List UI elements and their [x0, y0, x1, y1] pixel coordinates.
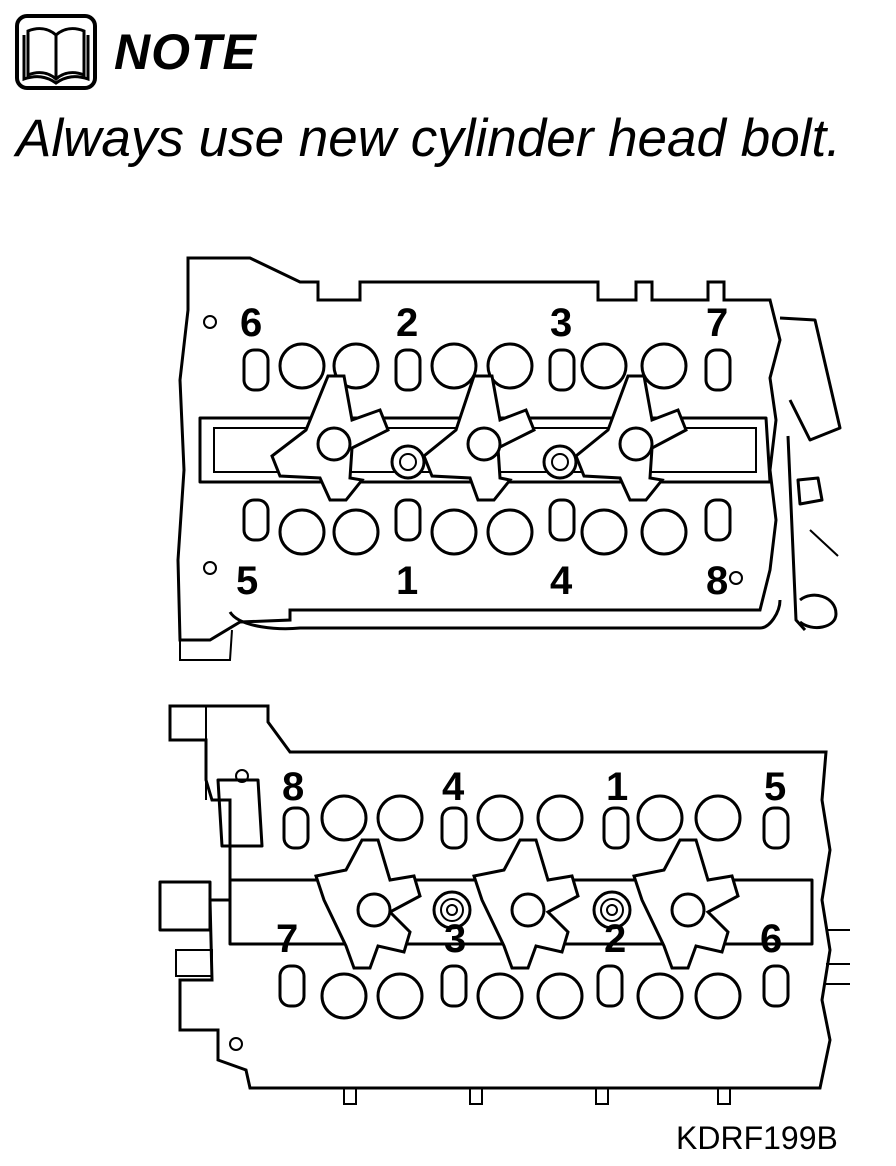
upper-bottom-label-1: 5: [236, 559, 258, 603]
upper-bottom-label-4: 8: [706, 559, 728, 603]
lower-top-valve-row: [320, 794, 742, 842]
lower-head-bolts: [278, 806, 790, 1008]
lower-bottom-label-1: 7: [276, 917, 298, 961]
upper-head-bolts: [242, 348, 732, 542]
note-text: Always use new cylinder head bolt.: [16, 109, 841, 168]
upper-bottom-label-3: 4: [550, 559, 573, 603]
lower-bottom-label-2: 3: [444, 917, 466, 961]
upper-top-label-3: 3: [550, 301, 572, 345]
upper-bearing-caps: [270, 374, 688, 502]
open-book-icon: [15, 14, 97, 90]
upper-bottom-valve-row: [278, 508, 688, 556]
lower-bottom-label-4: 6: [760, 917, 782, 961]
lower-top-label-1: 8: [282, 765, 304, 809]
note-heading: NOTE: [14, 12, 257, 92]
figure-code: KDRF199B: [676, 1120, 838, 1156]
upper-top-valve-row: [278, 342, 688, 390]
lower-bearing-caps: [314, 838, 740, 970]
lower-cylinder-head: 8 4 1 5 7 3 2 6: [158, 704, 850, 1105]
lower-top-label-3: 1: [606, 765, 628, 809]
lower-top-label-4: 5: [764, 765, 786, 809]
lower-bottom-label-3: 2: [604, 917, 626, 961]
upper-cylinder-head: 6 2 3 7 5 1 4 8: [176, 256, 842, 661]
upper-top-label-2: 2: [396, 301, 418, 345]
upper-top-label-1: 6: [240, 301, 262, 345]
upper-top-label-4: 7: [706, 301, 728, 345]
lower-top-label-2: 4: [442, 765, 465, 809]
lower-bottom-valve-row: [320, 972, 742, 1020]
note-title: NOTE: [114, 24, 257, 80]
upper-bottom-label-2: 1: [396, 559, 418, 603]
